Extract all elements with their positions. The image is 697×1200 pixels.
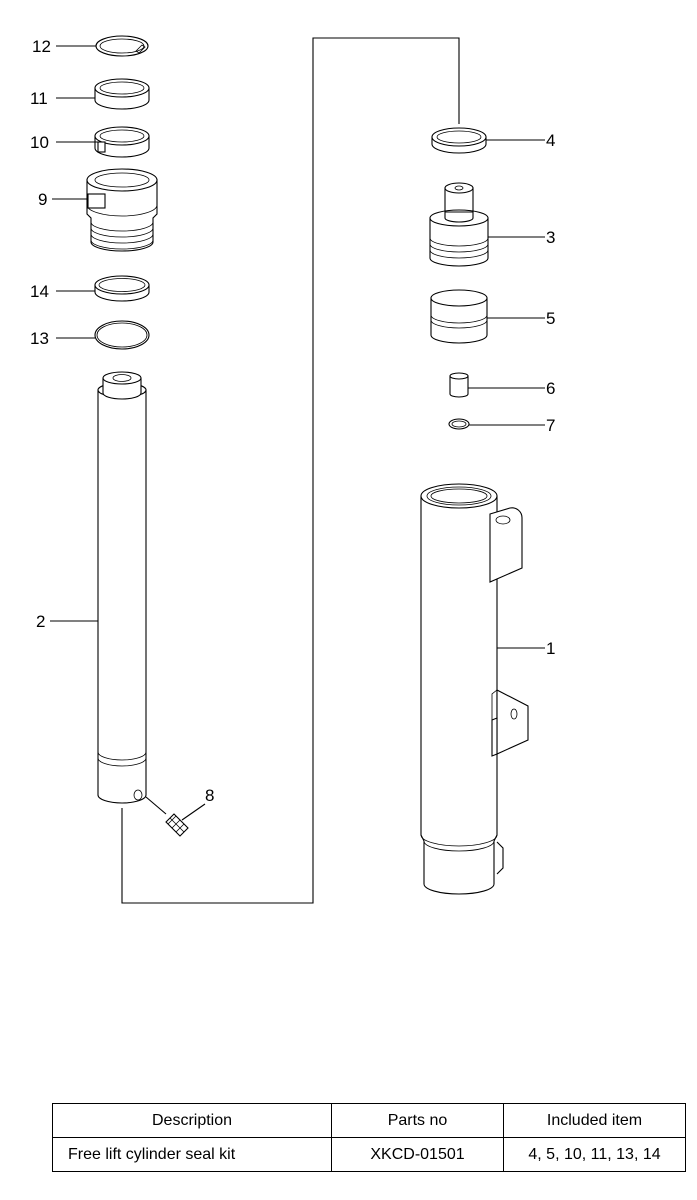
callout-12: 12 [32,37,51,56]
bushing-part [94,78,150,110]
callout-7: 7 [546,416,555,435]
table-header-row: Description Parts no Included item [52,1103,686,1138]
seal-ring-part [431,127,487,154]
callout-10: 10 [30,133,49,152]
cell-parts-no: XKCD-01501 [331,1137,504,1172]
callout-11: 11 [30,89,48,108]
gland-nut-part [86,168,158,252]
callout-14: 14 [30,282,49,301]
table-row: Free lift cylinder seal kit XKCD-01501 4… [52,1137,686,1172]
header-parts-no: Parts no [331,1103,504,1138]
piston-rod-part [97,371,147,804]
small-o-ring-part [448,418,470,430]
callout-13: 13 [30,329,49,348]
split-ring-part [94,126,150,158]
callout-2: 2 [36,612,45,631]
header-included-item: Included item [503,1103,686,1138]
snap-ring-part [95,35,149,57]
wear-ring-part [94,275,150,302]
set-screw-part [165,813,189,837]
pin-part [449,372,469,398]
o-ring-part [94,320,150,350]
callout-3: 3 [546,228,555,247]
callout-8: 8 [205,786,214,805]
assembly-connector-line [121,37,460,904]
piston-seal-part [430,289,488,344]
piston-part [429,182,489,267]
cell-description: Free lift cylinder seal kit [52,1137,332,1172]
callout-5: 5 [546,309,555,328]
callout-9: 9 [38,190,47,209]
header-description: Description [52,1103,332,1138]
cylinder-tube-part [420,483,529,895]
exploded-parts-diagram: 12 11 10 9 14 13 [30,35,555,904]
seal-kit-table: Description Parts no Included item Free … [52,1103,686,1172]
cell-included-item: 4, 5, 10, 11, 13, 14 [503,1137,686,1172]
callout-6: 6 [546,379,555,398]
callout-1: 1 [546,639,555,658]
callout-4: 4 [546,131,555,150]
